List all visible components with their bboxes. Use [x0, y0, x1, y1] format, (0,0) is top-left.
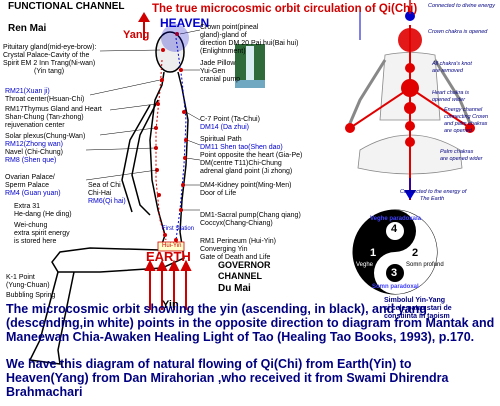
point-label: RM8 (Shen que)	[5, 157, 57, 164]
yin-label: Yin	[162, 299, 179, 311]
leader-lines	[85, 29, 201, 211]
chakra-note: connecting Crown	[444, 114, 489, 120]
point-label: (Enlightnment)	[200, 48, 246, 55]
point-label: RM12(Zhong wan)	[5, 141, 63, 148]
chakra-note: The Earth	[420, 196, 445, 202]
point-label: Sea of Chi	[88, 182, 121, 189]
point-label: Solar plexus(Chung-Wan)	[5, 133, 86, 140]
acupoint-markers	[154, 32, 188, 242]
point-label: Spiritual Path	[200, 136, 242, 143]
point-label: Crown point(pineal	[200, 24, 259, 31]
point-label: Throat center(Hsuan-Chi)	[5, 96, 85, 103]
point-label: He-dang (He ding)	[14, 211, 72, 218]
point-label: DM1-Sacral pump(Chang qiang)	[200, 212, 301, 219]
earth-arrows	[144, 259, 192, 310]
chakra-note: opened wider	[432, 97, 466, 103]
chakra-note: Palm chakras	[440, 149, 474, 155]
point-label: RM4 (Guan yuan)	[5, 190, 61, 197]
yy-number-1: 1	[370, 247, 377, 259]
point-label: DM11 Shen tao(Shen dao)	[200, 144, 283, 151]
hui-yin-box	[157, 241, 185, 252]
point-label: Shan-Chung (Tan-zhong)	[5, 114, 84, 121]
point-label: C-7 Point (Ta-Chui)	[200, 116, 260, 123]
caption-paragraph-2: We have this diagram of natural flowing …	[6, 357, 449, 399]
chakra-note: Heart chakra is	[432, 90, 469, 96]
chakra-note: Crown chakra is opened	[428, 29, 488, 35]
point-label: Chi-Hai	[88, 190, 112, 197]
point-label: (Yin tang)	[34, 68, 65, 75]
point-label: Converging Yin	[200, 246, 248, 253]
point-label: Spirit EM 2 Inn Trang(Ni-wan)	[3, 60, 96, 67]
chakra-note: Connected to divine energy	[428, 3, 495, 9]
point-label: is stored here	[14, 238, 57, 245]
governor-channel-label: GOVERNOR CHANNEL	[218, 260, 271, 281]
governor-channel-line	[175, 37, 187, 241]
first-station-label: First Station	[162, 226, 195, 232]
yy-veghe: Veghe	[356, 262, 374, 268]
chakra-note: All chakra's knot	[432, 61, 472, 67]
point-label: Coccyx(Chang-Chiang)	[200, 220, 273, 227]
point-label: Ovarian Palace/	[5, 174, 55, 181]
point-label: rejuvenation center	[5, 122, 65, 129]
point-label: cranial pump	[200, 76, 241, 83]
yy-caption: Simbolul Yin-Yang	[384, 297, 446, 304]
point-label: direction DM 20 Pai hui(Bai hui)	[200, 40, 299, 47]
point-label: Pituitary gland(mid-eye-brow):	[3, 44, 97, 51]
yy-number-3: 3	[391, 267, 398, 279]
point-label: gland)-gland of	[200, 32, 247, 39]
point-label: Navel (Chi-Chung)	[5, 149, 63, 156]
chakra-note: Energy channel	[444, 107, 483, 113]
point-label: (Yung-Chuan)	[6, 282, 50, 289]
functional-channel-line	[155, 59, 167, 241]
point-label: Gate of Death and Life	[200, 254, 271, 261]
point-label: Door of Life	[200, 190, 237, 197]
functional-channel-label: FUNCTIONAL CHANNEL	[8, 1, 125, 12]
point-label: DM14 (Da zhui)	[200, 124, 250, 131]
heaven-halo	[161, 24, 189, 52]
point-label: Point opposite the heart (Gia-Pe)	[200, 152, 303, 159]
caption-paragraph-1: The microcosmic orbit showing the yin (a…	[6, 302, 495, 344]
yy-somn-profund: Somn profund	[406, 262, 444, 268]
chakra-note: and palm chakras	[444, 121, 488, 127]
yin-yang-symbol	[352, 209, 438, 295]
page-title: The true microcosmic orbit circulation o…	[152, 3, 418, 15]
chakra-note: are removed	[432, 68, 463, 74]
point-label: RM17Thymus Gland and Heart	[5, 106, 102, 113]
chakra-note: are opened	[444, 128, 472, 134]
chakra-note: are opened wider	[440, 156, 483, 162]
ren-mai-label: Ren Mai	[8, 23, 47, 34]
yy-number-2: 2	[412, 247, 419, 259]
yy-caption: si cele patru stari de	[384, 305, 452, 312]
point-label: RM1 Perineum (Hui-Yin)	[200, 238, 276, 245]
yy-somn-paradoxal: Somn paradoxal	[372, 284, 419, 290]
heaven-label: HEAVEN	[160, 16, 210, 30]
point-label: DM(centre T11)Chi-Chung	[200, 160, 282, 167]
meditating-figure	[345, 0, 475, 200]
point-label: Crystal Palace-Cavity of the	[3, 52, 90, 59]
point-label: Wei-chung	[14, 222, 48, 229]
waterfall-image	[235, 44, 265, 88]
point-label: Bubbling Spring	[6, 292, 56, 299]
yy-veghe-paradoxala: Veghe paradoxala	[370, 216, 422, 222]
point-label: RM6(Qi hai)	[88, 198, 126, 205]
point-label: RM21(Xuan ji)	[5, 88, 50, 95]
du-mai-label: Du Mai	[218, 283, 251, 294]
yang-label: Yang	[123, 29, 150, 41]
point-label: Yui-Gen	[200, 68, 226, 75]
point-label: Sperm Palace	[5, 182, 49, 189]
up-arrow	[138, 12, 150, 22]
point-label: DM4-Kidney point(Ming-Men)	[200, 182, 292, 189]
point-label: extra spirit energy	[14, 230, 70, 237]
point-label: adrenal gland point (Ji zhong)	[200, 168, 293, 175]
chakra-note: Connected to the energy of	[400, 189, 467, 195]
point-label: K-1 Point	[6, 274, 35, 281]
earth-label: EARTH	[146, 249, 191, 264]
yy-caption: constiinta in taoism	[384, 313, 450, 320]
yy-number-4: 4	[391, 223, 398, 235]
hui-yin-label: Hui-Yin	[162, 243, 182, 249]
point-label: Extra 31	[14, 203, 41, 210]
point-label: Jade Pillow	[200, 60, 236, 67]
